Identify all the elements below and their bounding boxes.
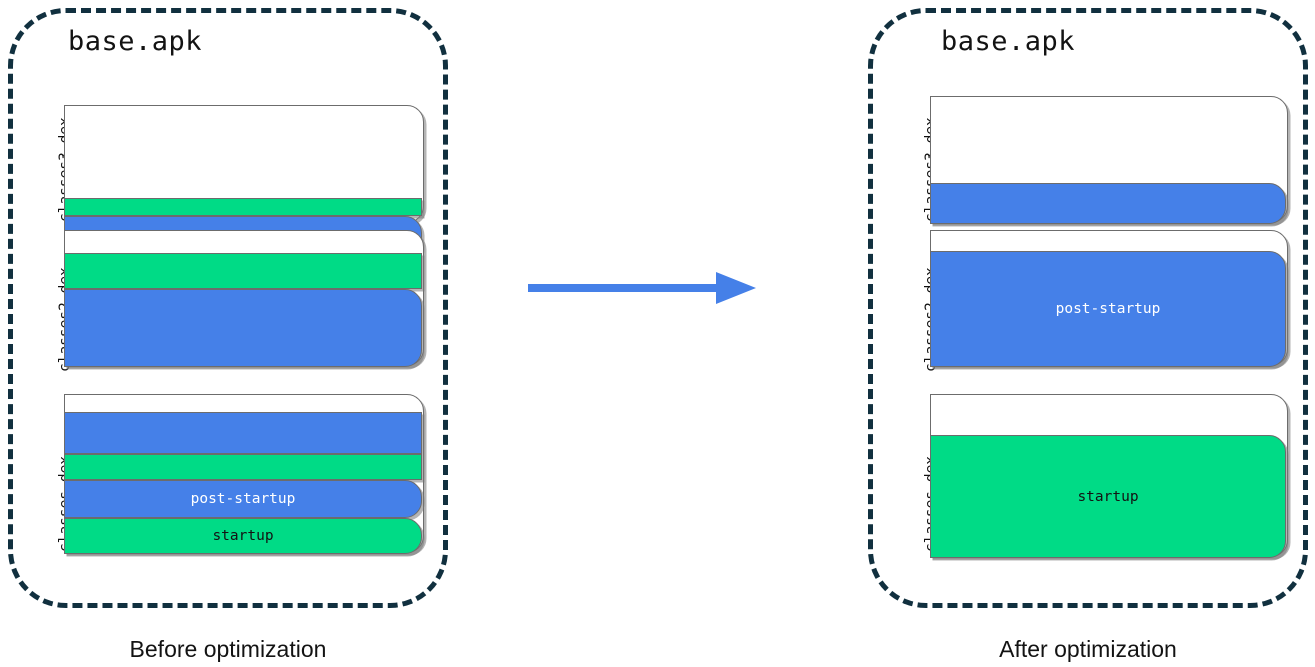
dex-box-classes3-before <box>64 105 424 264</box>
dex-segment-startup <box>64 454 422 480</box>
dex-segment-startup-labeled: startup <box>64 518 422 554</box>
dex-segment-post-startup <box>64 412 422 454</box>
segment-label: post-startup <box>1055 301 1161 317</box>
apk-title-before: base.apk <box>68 26 203 57</box>
dex-segment-post-startup-labeled: post-startup <box>64 480 422 518</box>
caption-before: Before optimization <box>129 636 327 662</box>
dex-segment-startup-labeled: startup <box>930 435 1286 558</box>
dex-segment-startup <box>64 198 422 216</box>
transformation-arrow <box>520 262 760 314</box>
dex-box-classes2-after: post-startup <box>930 230 1288 367</box>
arrow-icon <box>528 272 756 304</box>
dex-segment-post-startup <box>64 289 422 367</box>
dex-box-classes3-after <box>930 96 1288 224</box>
dex-box-classes2-before <box>64 230 424 367</box>
dex-box-classes-after: startup <box>930 394 1288 558</box>
caption-after: After optimization <box>999 636 1177 662</box>
dex-segment-startup <box>64 253 422 289</box>
dex-box-classes-before: post-startup startup <box>64 394 424 554</box>
dex-segment-post-startup <box>930 183 1286 224</box>
dex-segment-post-startup-labeled: post-startup <box>930 251 1286 367</box>
segment-label: post-startup <box>190 491 296 507</box>
segment-label: startup <box>1077 488 1139 505</box>
segment-label: startup <box>212 528 274 544</box>
apk-title-after: base.apk <box>941 26 1076 57</box>
